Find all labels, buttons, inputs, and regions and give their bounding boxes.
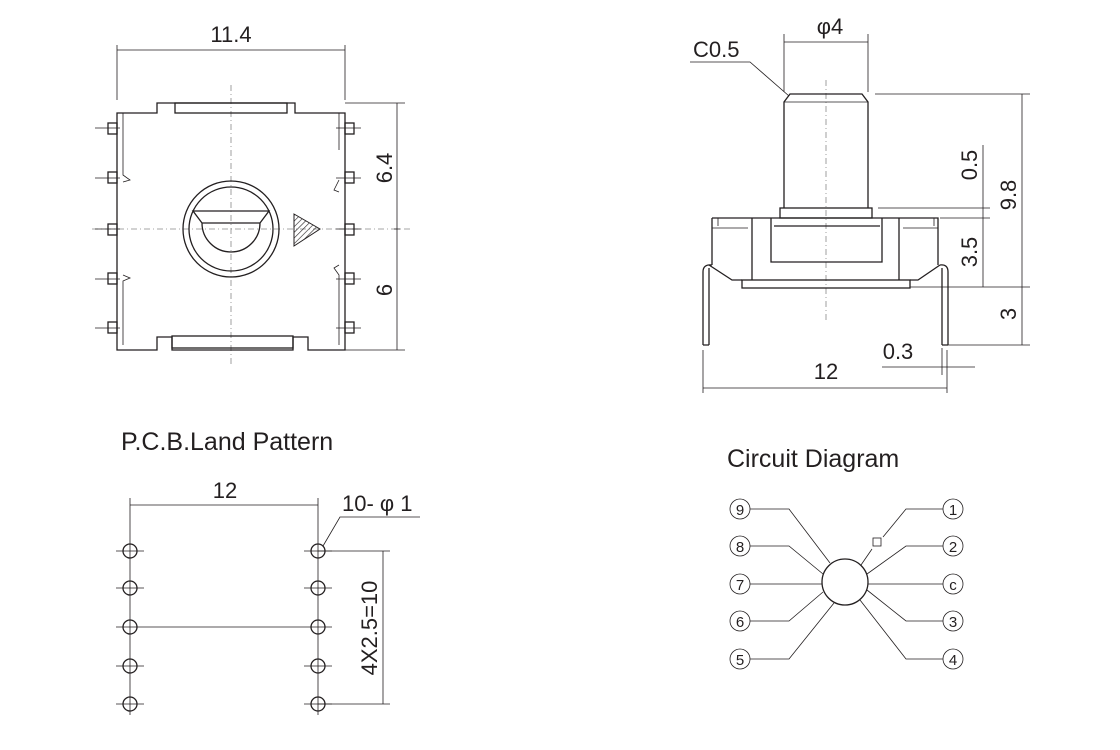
body-height-dim: 3.5: [957, 237, 982, 268]
pcb-land-pattern: P.C.B.Land Pattern 12 10- φ 1 4X2.5=10: [116, 428, 420, 715]
encoder-common-circle: [821, 558, 869, 606]
pcb-pitch-x: 12: [213, 478, 237, 503]
pin-label: 6: [736, 614, 744, 631]
pin-label: 1: [949, 502, 957, 519]
right-pin-labels: 1 2 c 3 4: [942, 498, 964, 670]
pcb-title: P.C.B.Land Pattern: [121, 428, 333, 456]
pcb-pitch-y: 4X2.5=10: [357, 581, 382, 676]
pin-label: 7: [736, 577, 744, 594]
right-pins: [344, 122, 355, 334]
left-pins: [107, 122, 118, 334]
pin-label: 9: [736, 502, 744, 519]
pin-label: 4: [949, 652, 957, 669]
switch-contact-icon: [872, 537, 882, 547]
left-pin-labels: 9 8 7 6 5: [729, 498, 751, 670]
total-height-dim: 9.8: [996, 180, 1021, 211]
circuit-diagram: Circuit Diagram 9 8 7 6 5 1 2 c 3 4: [727, 445, 964, 670]
top-width-dim: 11.4: [210, 22, 251, 47]
shaft-diameter-dim: φ4: [817, 14, 844, 39]
circuit-title: Circuit Diagram: [727, 445, 899, 473]
pin-thickness-dim: 0.3: [883, 339, 914, 364]
pin-label: 5: [736, 652, 744, 669]
pin-label: 2: [949, 539, 957, 556]
pin-label: 8: [736, 539, 744, 556]
top-view: 11.4 6.4 6: [92, 22, 410, 365]
top-upper-dim: 6.4: [372, 153, 397, 184]
side-width-dim: 12: [814, 359, 838, 384]
direction-arrow-icon: [293, 213, 321, 247]
chamfer-dim: C0.5: [693, 37, 739, 62]
knob-outer-ring: [182, 180, 280, 278]
leg-length-dim: 3: [996, 308, 1021, 320]
collar-dim: 0.5: [957, 150, 982, 181]
side-view: φ4 C0.5 0.5 9.8 3.5 3 0.3 12: [690, 14, 1030, 393]
top-lower-dim: 6: [372, 284, 397, 296]
pcb-hole-spec: 10- φ 1: [342, 491, 413, 516]
pin-label: 3: [949, 614, 957, 631]
pin-label: c: [949, 577, 957, 594]
pcb-holes: [122, 543, 326, 712]
